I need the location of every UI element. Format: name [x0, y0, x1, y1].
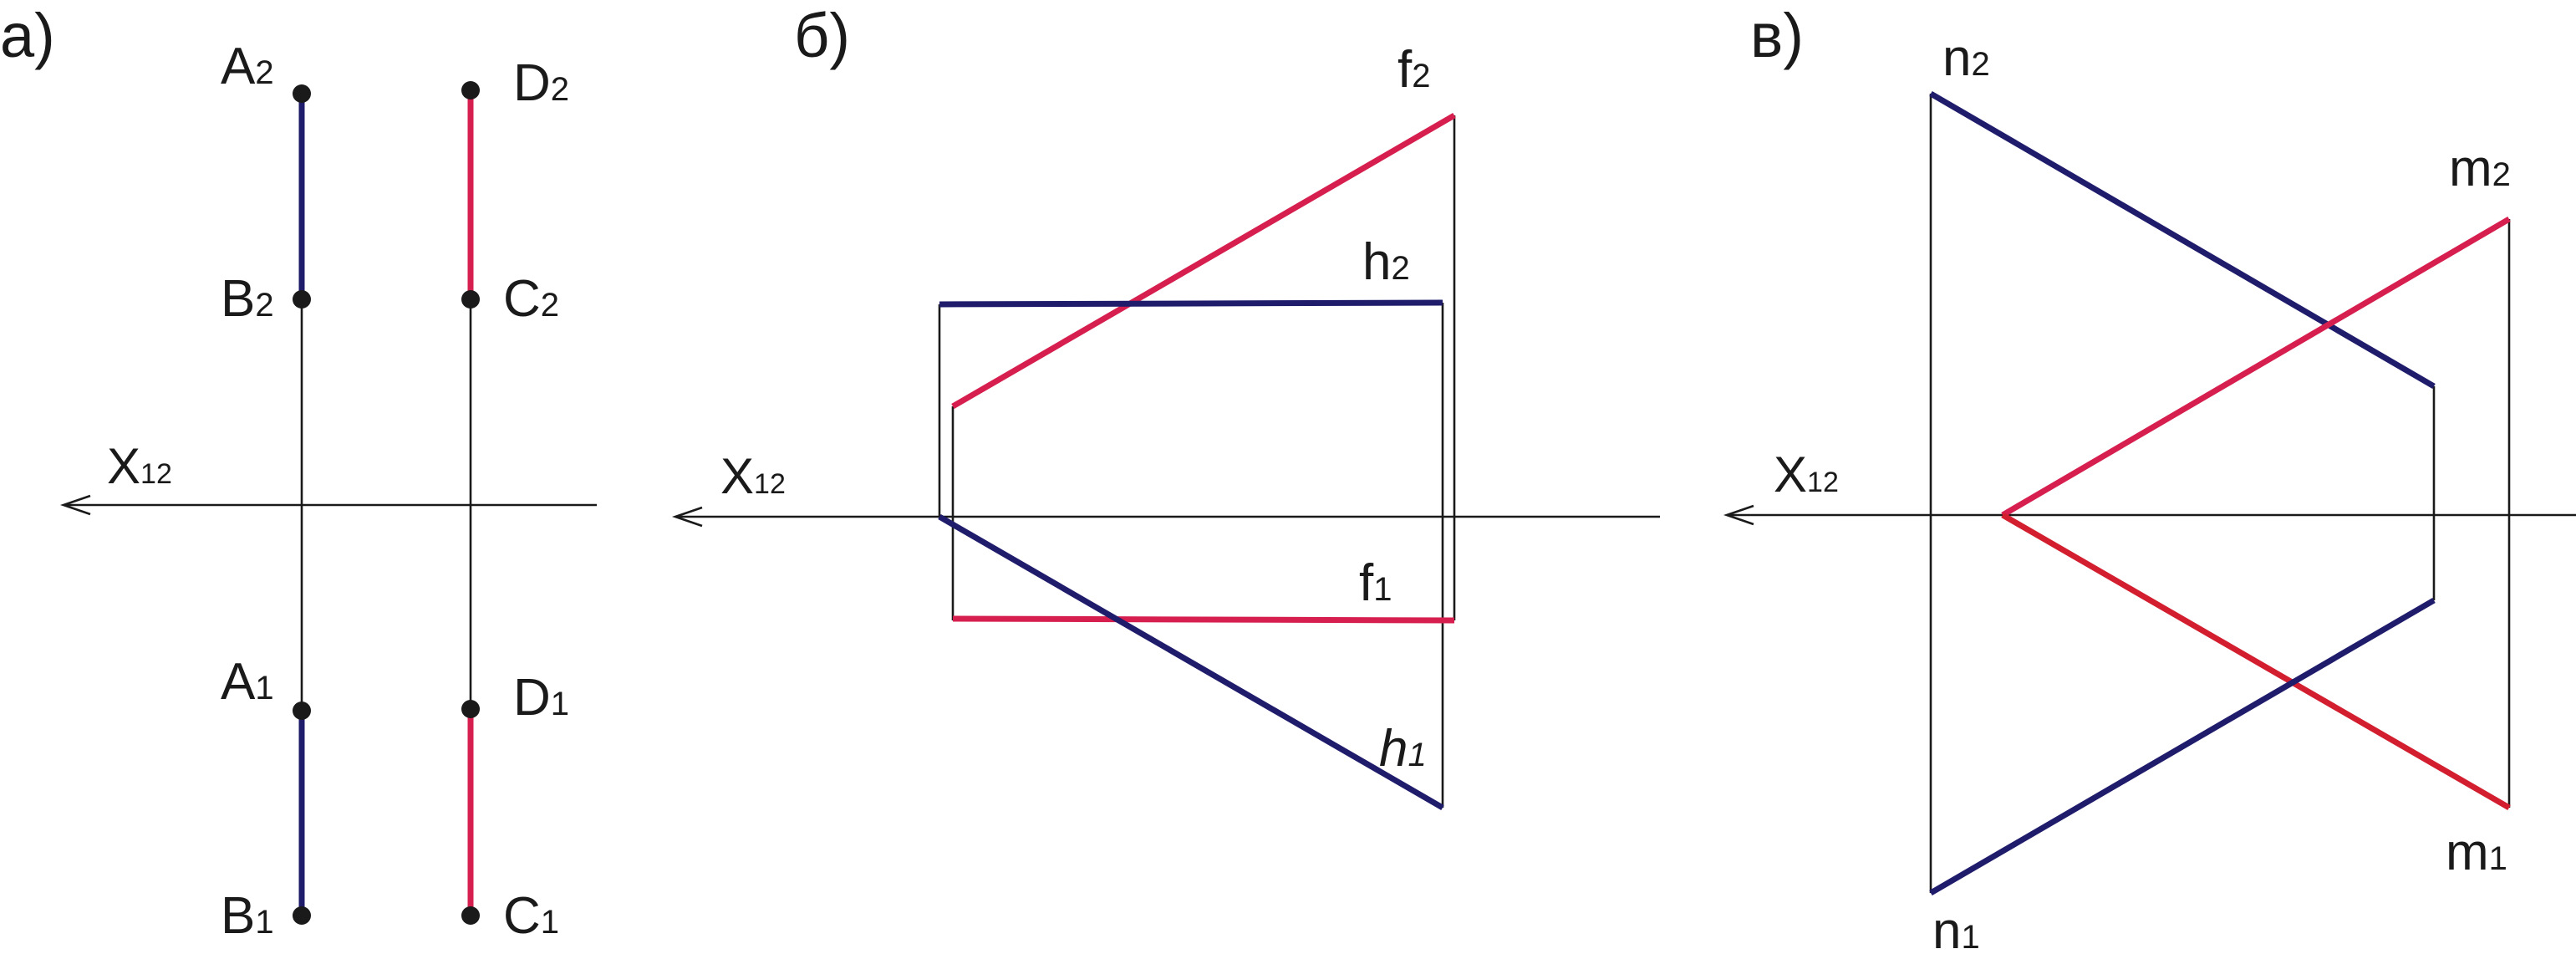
label-h1: h1: [1379, 720, 1427, 778]
panel-b: б) X12 f2 h2 f1 h1: [672, 1, 1660, 811]
panel-v-tag: в): [1750, 1, 1804, 70]
panel-a-axis-arrow: [60, 494, 91, 516]
point-b1: [293, 906, 311, 925]
label-c1: C1: [503, 887, 559, 945]
panel-b-axis-label: X12: [720, 448, 786, 504]
label-a2: A2: [221, 38, 274, 95]
label-m1: m1: [2446, 824, 2507, 881]
line-h2: [939, 299, 1443, 308]
point-a1: [293, 701, 311, 720]
label-n1: n1: [1932, 902, 1980, 954]
panel-v: в) X12 n2 m2 m1 n1: [1723, 1, 2576, 954]
point-d1: [461, 700, 480, 718]
label-d2: D2: [513, 54, 569, 112]
label-b2: B2: [221, 270, 274, 328]
label-b1: B1: [221, 887, 274, 945]
label-f1: f1: [1359, 554, 1392, 612]
label-n2: n2: [1942, 29, 1990, 87]
label-d1: D1: [513, 669, 569, 727]
panel-v-axis-arrow: [1723, 504, 1754, 526]
label-m2: m2: [2449, 140, 2511, 197]
line-f1: [952, 615, 1455, 624]
line-h1: [938, 513, 1444, 811]
label-h2: h2: [1362, 233, 1410, 291]
line-f2: [951, 112, 1456, 410]
label-c2: C2: [503, 270, 559, 328]
panel-a-tag: а): [0, 1, 55, 70]
panel-b-tag: б): [794, 1, 850, 70]
line-m1: [2001, 512, 2511, 811]
point-a2: [293, 84, 311, 103]
point-c1: [461, 906, 480, 925]
line-n1: [1929, 597, 2436, 896]
line-n2: [1929, 90, 2436, 390]
label-a1: A1: [221, 653, 274, 711]
line-m2: [2001, 216, 2511, 518]
panel-v-axis-label: X12: [1774, 446, 1839, 503]
point-c2: [461, 290, 480, 309]
label-f2: f2: [1397, 41, 1430, 99]
panel-a: а) X12 A2 B2 D2 C2 A1 B1 D1 C1: [0, 1, 597, 945]
point-b2: [293, 290, 311, 309]
panel-b-axis-arrow: [672, 506, 703, 528]
panel-a-axis-label: X12: [107, 438, 172, 494]
point-d2: [461, 81, 480, 99]
